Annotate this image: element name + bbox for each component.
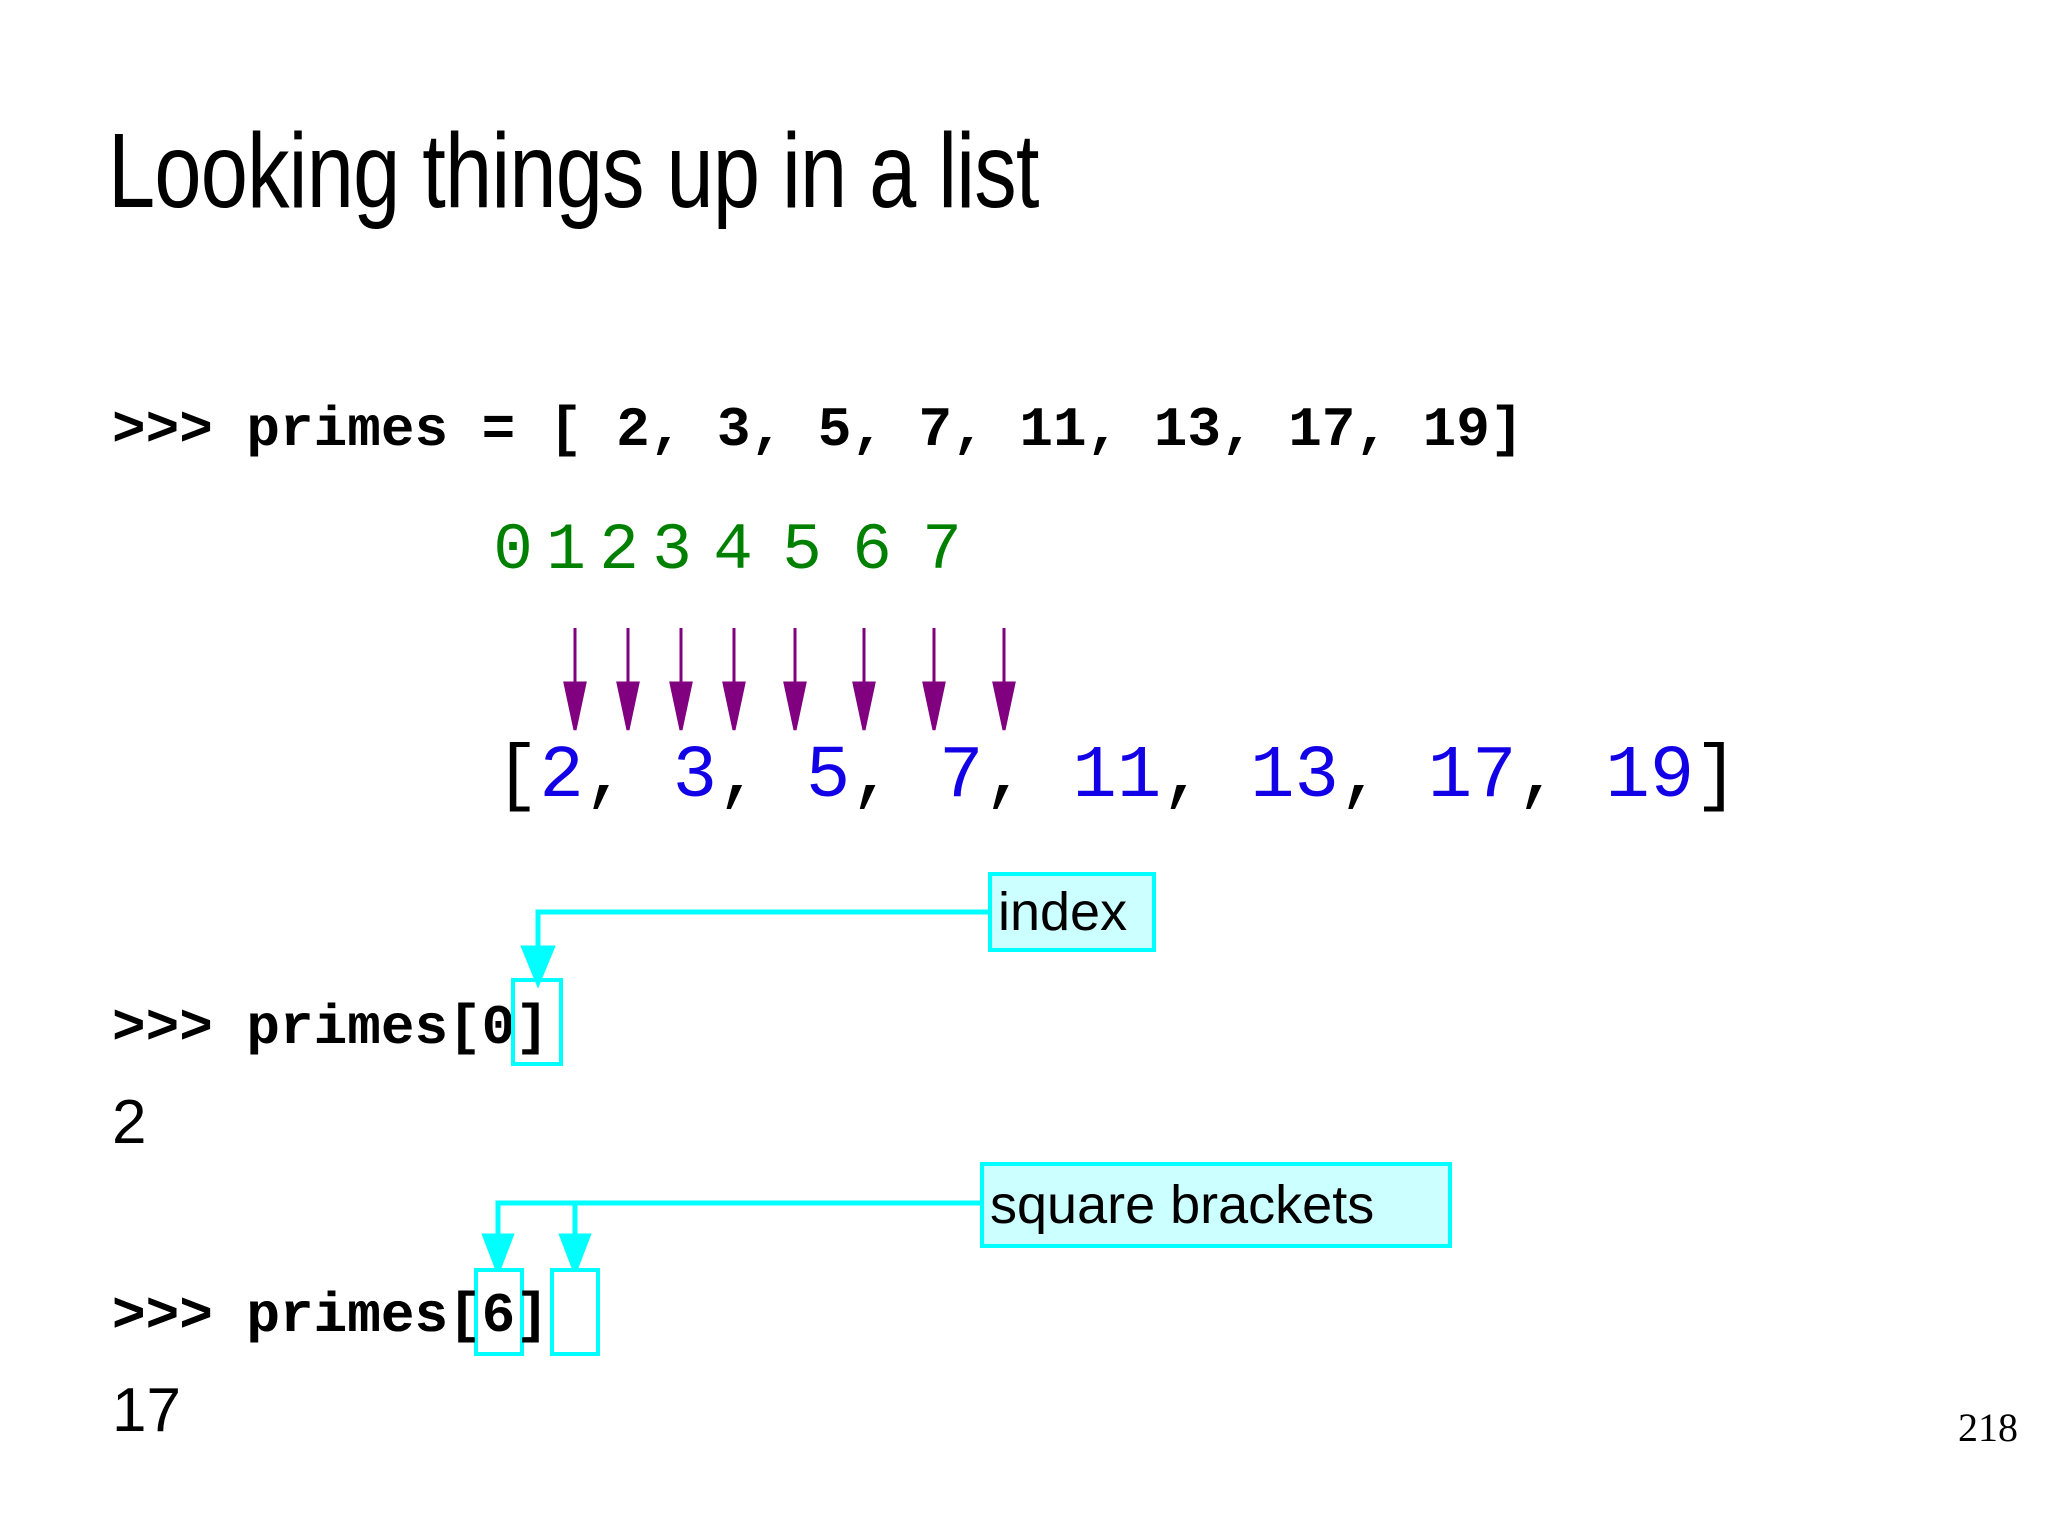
list-separator: ,: [1161, 735, 1251, 819]
index-digit: 0: [493, 513, 533, 588]
index-digit: 7: [922, 513, 962, 588]
list-value: 7: [939, 735, 984, 819]
lookup-0-close-bracket: ]: [515, 996, 549, 1060]
index-digit: 1: [546, 513, 586, 588]
callout-square-brackets: square brackets: [980, 1162, 1452, 1248]
list-value: 5: [805, 735, 851, 819]
list-separator: ,: [1338, 735, 1428, 819]
index-digit: 5: [782, 513, 822, 588]
output-line-2: 2: [112, 1088, 147, 1157]
list-separator: ,: [717, 735, 806, 819]
index-number-row: 0 1 2 3 4 5 6 7: [0, 518, 2048, 598]
highlight-box-index-digit: [511, 978, 563, 1066]
list-separator: ,: [850, 735, 940, 819]
list-value: 3: [672, 735, 718, 819]
close-bracket: ]: [1694, 735, 1739, 819]
open-bracket: [: [495, 735, 540, 819]
list-separator: ,: [1516, 735, 1606, 819]
code-line-lookup-6-overlay: >>> primes[6]: [112, 1288, 549, 1344]
index-digit: 3: [652, 513, 692, 588]
lookup-6-prompt: >>> primes: [112, 1284, 449, 1348]
index-digit: 4: [713, 513, 753, 588]
list-value: 11: [1072, 735, 1162, 819]
list-literal-row: [2, 3, 5, 7, 11, 13, 17, 19]: [495, 740, 1739, 814]
page-number: 218: [1958, 1405, 2018, 1450]
callout-index-label: index: [998, 882, 1128, 942]
lookup-6-close-bracket-overlay: ]: [515, 1284, 549, 1348]
list-separator: ,: [583, 735, 673, 819]
page-title: Looking things up in a list: [108, 112, 1039, 230]
highlight-box-close-bracket: [550, 1268, 600, 1356]
list-value: 19: [1605, 735, 1695, 819]
lookup-6-index-overlay: 6: [481, 1284, 516, 1348]
list-value: 2: [539, 735, 584, 819]
output-line-17: 17: [112, 1376, 181, 1445]
code-line-assignment: >>> primes = [ 2, 3, 5, 7, 11, 13, 17, 1…: [112, 398, 1524, 462]
lookup-0-index: 0: [481, 996, 516, 1060]
list-separator: ,: [983, 735, 1073, 819]
index-digit: 6: [852, 513, 892, 588]
callout-square-brackets-label: square brackets: [990, 1175, 1375, 1235]
index-digit: 2: [599, 513, 639, 588]
lookup-0-prompt: >>> primes[: [112, 996, 482, 1060]
highlight-box-open-bracket: [474, 1268, 524, 1356]
list-value: 17: [1427, 735, 1517, 819]
lookup-6-open-bracket-overlay: [: [448, 1284, 482, 1348]
lookup-6-prompt-overlay: >>> primes: [112, 1284, 449, 1348]
code-line-lookup-0: >>> primes[0]: [112, 1000, 549, 1056]
list-value: 13: [1250, 735, 1339, 819]
callout-index: index: [988, 872, 1156, 952]
